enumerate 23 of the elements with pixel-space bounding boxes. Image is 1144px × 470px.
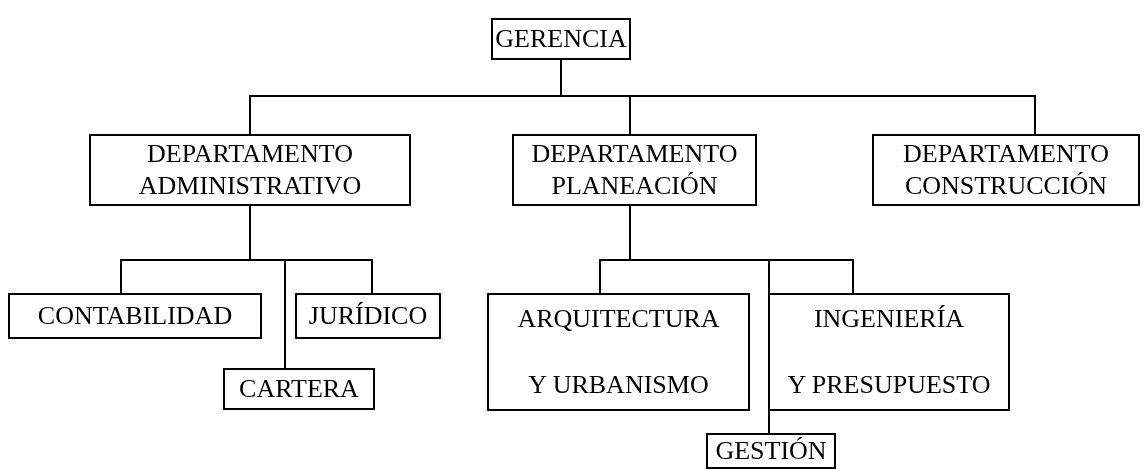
org-box: [89, 134, 411, 206]
connector-line: [249, 205, 373, 294]
box-label: DEPARTAMENTO ADMINISTRATIVO: [137, 138, 363, 202]
box-label: CARTERA: [239, 373, 359, 405]
box-label: CONTABILIDAD: [37, 300, 233, 332]
box-label: JURÍDICO: [308, 300, 428, 332]
box-label: GERENCIA: [495, 23, 627, 55]
box-label: ARQUITECTURA: [517, 303, 720, 335]
box-label: GESTIÓN: [715, 435, 827, 467]
box-label: DEPARTAMENTO PLANEACIÓN: [530, 138, 739, 202]
org-box: [295, 293, 441, 339]
connector-line: [629, 205, 854, 294]
box-label: Y URBANISMO: [528, 369, 709, 401]
org-box: [8, 293, 262, 339]
org-box: [512, 134, 757, 206]
box-label: INGENIERÍA: [813, 303, 965, 335]
org-box: [768, 293, 1010, 411]
org-box: [872, 134, 1140, 206]
org-box: [223, 368, 375, 410]
box-label: Y PRESUPUESTO: [787, 369, 991, 401]
box-label: DEPARTAMENTO CONSTRUCCIÓN: [902, 138, 1110, 202]
org-box: [487, 293, 750, 411]
org-box: [706, 433, 836, 469]
